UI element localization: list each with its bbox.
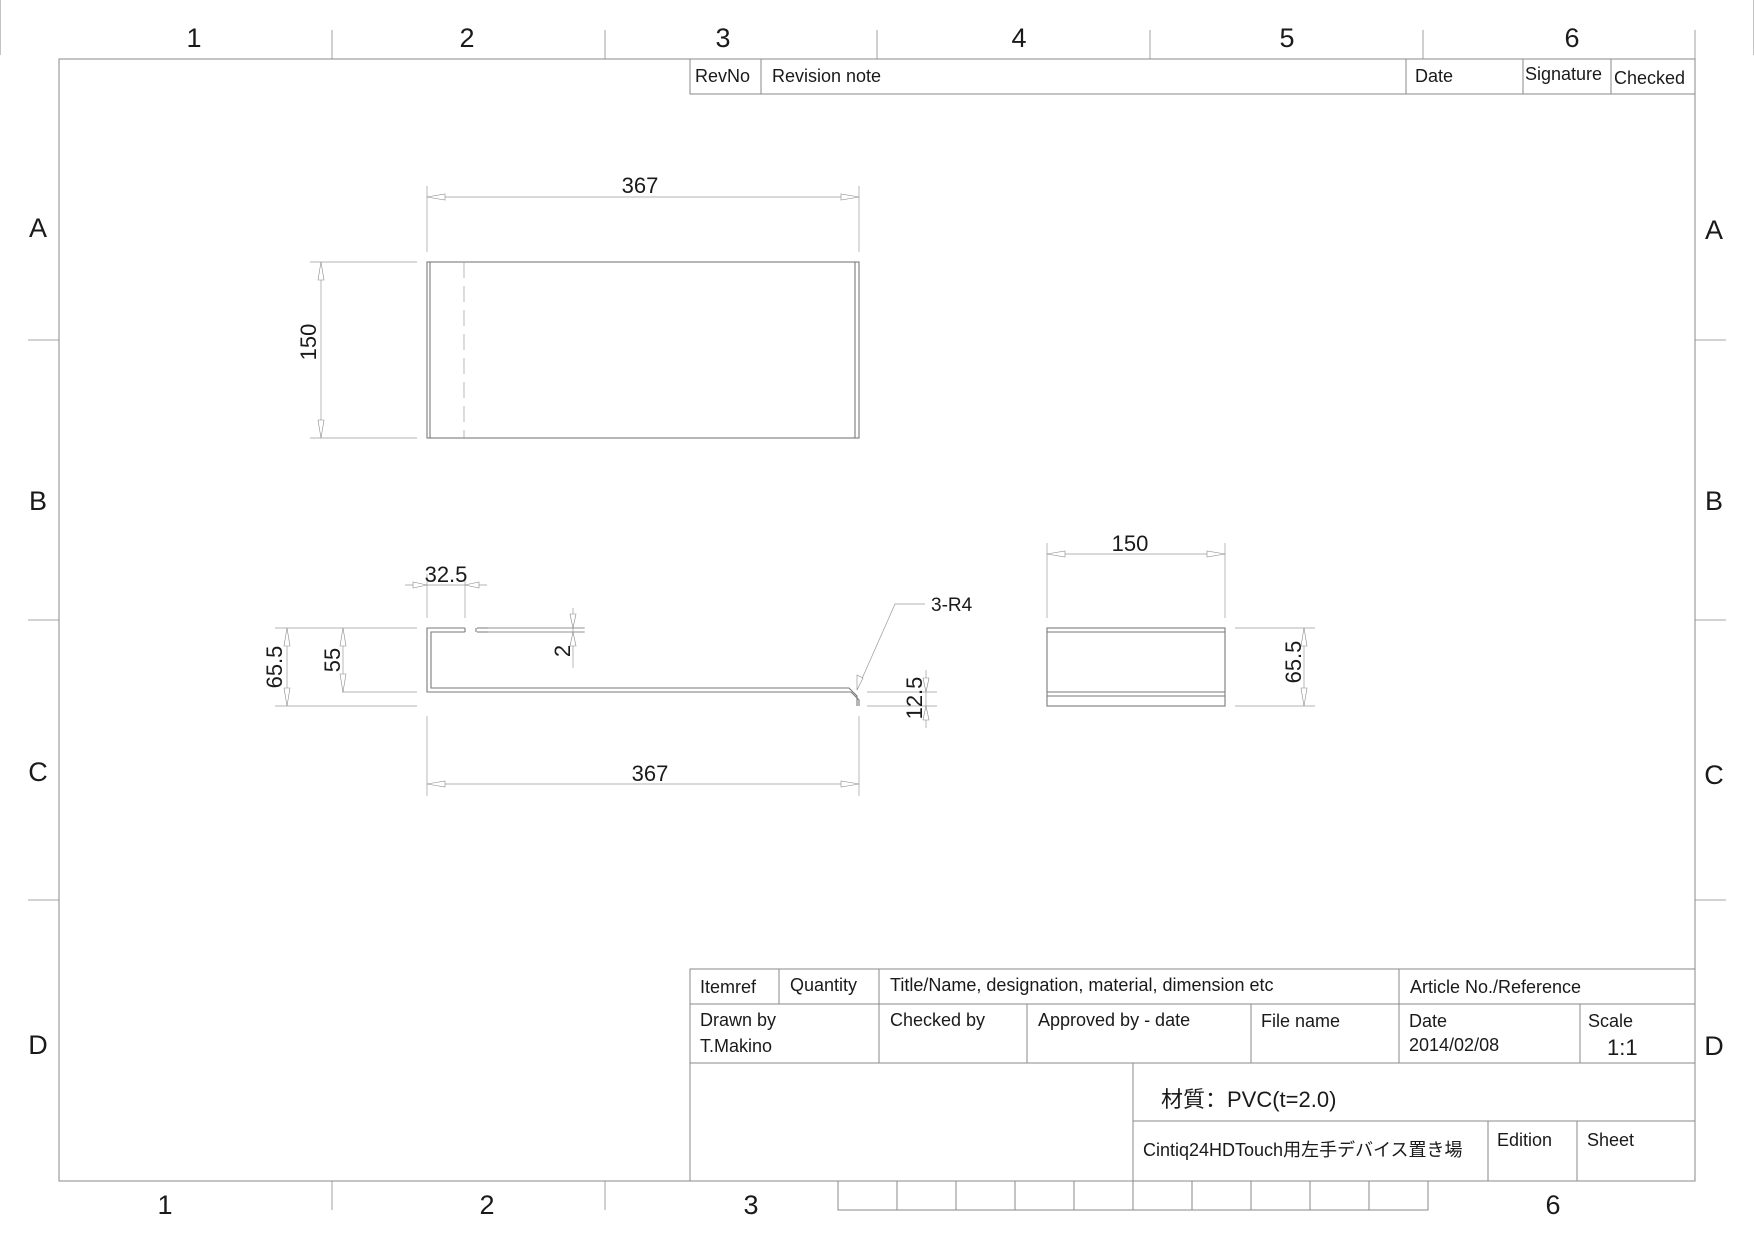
zone-col-3-bottom: 3 (743, 1190, 758, 1220)
scale-value: 1:1 (1607, 1035, 1638, 1060)
zone-col-5: 5 (1279, 23, 1294, 53)
front-length-dimension: 367 (632, 761, 669, 786)
title-designation-header: Title/Name, designation, material, dimen… (890, 975, 1274, 995)
zone-col-2-bottom: 2 (479, 1190, 494, 1220)
material-spec: 材質：PVC(t=2.0) (1161, 1087, 1336, 1112)
side-view: 150 65.5 (1046, 531, 1315, 707)
quantity-header: Quantity (790, 975, 857, 995)
zone-row-b-right: B (1705, 486, 1723, 516)
zone-col-3: 3 (715, 23, 730, 53)
zone-labels-left: A B C D (28, 213, 48, 1060)
front-view: 65.5 55 32.5 2 3-R4 12.5 (262, 562, 973, 796)
zone-col-1: 1 (186, 23, 201, 53)
title-block: Itemref Quantity Title/Name, designation… (689, 968, 1696, 1182)
revision-signature-header: Signature (1525, 64, 1602, 84)
bottom-reference-strip (837, 1180, 1429, 1211)
zone-col-4: 4 (1011, 23, 1026, 53)
revision-block: RevNo Revision note Date Signature Check… (689, 58, 1696, 95)
top-view: 367 150 (296, 173, 860, 439)
zone-col-6-bottom: 6 (1545, 1190, 1560, 1220)
zone-row-a-left: A (29, 213, 47, 243)
revision-note-header: Revision note (772, 66, 881, 86)
zone-col-6: 6 (1564, 23, 1579, 53)
zone-row-d-left: D (28, 1030, 48, 1060)
side-height-dimension: 65.5 (1281, 641, 1306, 684)
zone-row-b-left: B (29, 486, 47, 516)
zone-row-d-right: D (1704, 1031, 1724, 1061)
zone-row-a-right: A (1705, 215, 1723, 245)
drawn-by-label: Drawn by (700, 1010, 776, 1030)
article-no-header: Article No./Reference (1410, 977, 1581, 997)
front-lip-width-dimension: 32.5 (425, 562, 468, 587)
revision-no-header: RevNo (695, 66, 750, 86)
zone-row-c-left: C (28, 757, 48, 787)
zone-col-2: 2 (459, 23, 474, 53)
approved-by-label: Approved by - date (1038, 1010, 1190, 1030)
front-foot-height-dimension: 12.5 (902, 677, 927, 720)
drawing-frame (0, 0, 1754, 1210)
edition-label: Edition (1497, 1130, 1552, 1150)
front-thickness-dimension: 2 (550, 645, 575, 657)
date-label: Date (1409, 1011, 1447, 1031)
revision-date-header: Date (1415, 66, 1453, 86)
front-bend-radius-note: 3-R4 (931, 595, 973, 616)
top-view-width-dimension: 150 (296, 324, 321, 361)
sheet-label: Sheet (1587, 1130, 1634, 1150)
zone-labels-right: A B C D (1704, 215, 1724, 1061)
itemref-header: Itemref (700, 977, 757, 997)
scale-label: Scale (1588, 1011, 1633, 1031)
file-name-label: File name (1261, 1011, 1340, 1031)
zone-labels-bottom: 1 2 3 6 (157, 1190, 1560, 1220)
part-name: Cintiq24HDTouch用左手デバイス置き場 (1143, 1140, 1463, 1160)
drawn-by-value: T.Makino (700, 1036, 772, 1056)
date-value: 2014/02/08 (1409, 1035, 1499, 1055)
zone-col-1-bottom: 1 (157, 1190, 172, 1220)
top-view-length-dimension: 367 (622, 173, 659, 198)
side-width-dimension: 150 (1112, 531, 1149, 556)
zone-labels-top: 1 2 3 4 5 6 (186, 23, 1579, 53)
zone-row-c-right: C (1704, 760, 1724, 790)
front-inner-height-dimension: 55 (320, 648, 345, 672)
checked-by-label: Checked by (890, 1010, 985, 1030)
revision-checked-header: Checked (1614, 68, 1685, 88)
front-total-height-dimension: 65.5 (262, 646, 287, 689)
